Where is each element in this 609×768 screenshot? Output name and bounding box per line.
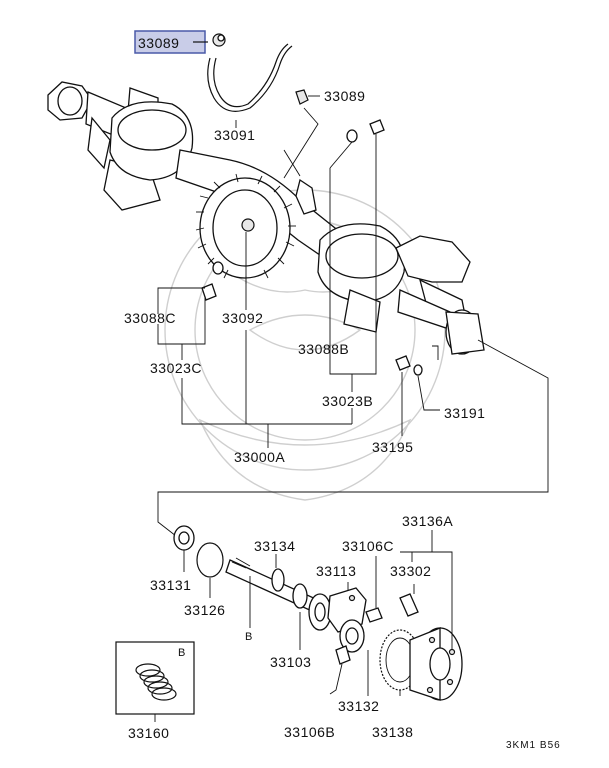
- label-33092[interactable]: 33092: [222, 310, 263, 326]
- axle-housing[interactable]: [47, 81, 485, 355]
- seal-33132[interactable]: [339, 619, 365, 653]
- o-ring-33126[interactable]: [196, 542, 224, 578]
- label-33302[interactable]: 33302: [390, 563, 431, 579]
- bolt-33106c[interactable]: [365, 607, 383, 623]
- label-33132[interactable]: 33132: [338, 698, 379, 714]
- bolt-33302[interactable]: [399, 593, 419, 617]
- label-33091[interactable]: 33091: [214, 127, 255, 143]
- nut-33088c[interactable]: [212, 261, 224, 275]
- hub-33136a[interactable]: [409, 627, 463, 701]
- label-33089-top[interactable]: 33089: [138, 35, 179, 51]
- label-33160[interactable]: 33160: [128, 725, 169, 741]
- label-33088c[interactable]: 33088C: [124, 310, 176, 326]
- label-33089-right[interactable]: 33089: [324, 88, 365, 104]
- label-33023b[interactable]: 33023B: [322, 393, 373, 409]
- gasket-33191[interactable]: [413, 364, 423, 376]
- label-33136a[interactable]: 33136A: [402, 513, 453, 529]
- label-33088b[interactable]: 33088B: [298, 341, 349, 357]
- diagram-code: 3KM1 B56: [506, 740, 561, 751]
- label-33103[interactable]: 33103: [270, 654, 311, 670]
- oil-seal-33131[interactable]: [173, 525, 195, 551]
- label-33138[interactable]: 33138: [372, 724, 413, 740]
- clip-33089-right[interactable]: [295, 89, 309, 105]
- label-33191[interactable]: 33191: [444, 405, 485, 421]
- plug-33023b[interactable]: [369, 119, 385, 135]
- label-b-shaft[interactable]: B: [245, 631, 253, 643]
- label-33023c[interactable]: 33023C: [150, 360, 202, 376]
- label-b-inset[interactable]: B: [178, 647, 186, 659]
- nut-33088b[interactable]: [346, 129, 358, 143]
- bearing-33103[interactable]: [308, 593, 332, 631]
- clip-33089-top[interactable]: [212, 33, 226, 47]
- spring-33160[interactable]: [135, 663, 177, 701]
- label-33106b[interactable]: 33106B: [284, 724, 335, 740]
- label-33195[interactable]: 33195: [372, 439, 413, 455]
- label-33000a[interactable]: 33000A: [234, 449, 285, 465]
- label-33131[interactable]: 33131: [150, 577, 191, 593]
- label-33113[interactable]: 33113: [316, 563, 356, 579]
- housing-studs: [195, 173, 296, 284]
- breather-hose[interactable]: [207, 43, 293, 112]
- bolt-33106b[interactable]: [335, 645, 351, 665]
- label-33126[interactable]: 33126: [184, 602, 225, 618]
- label-33134[interactable]: 33134: [254, 538, 295, 554]
- label-33106c[interactable]: 33106C: [342, 538, 394, 554]
- plug-33195[interactable]: [395, 355, 411, 371]
